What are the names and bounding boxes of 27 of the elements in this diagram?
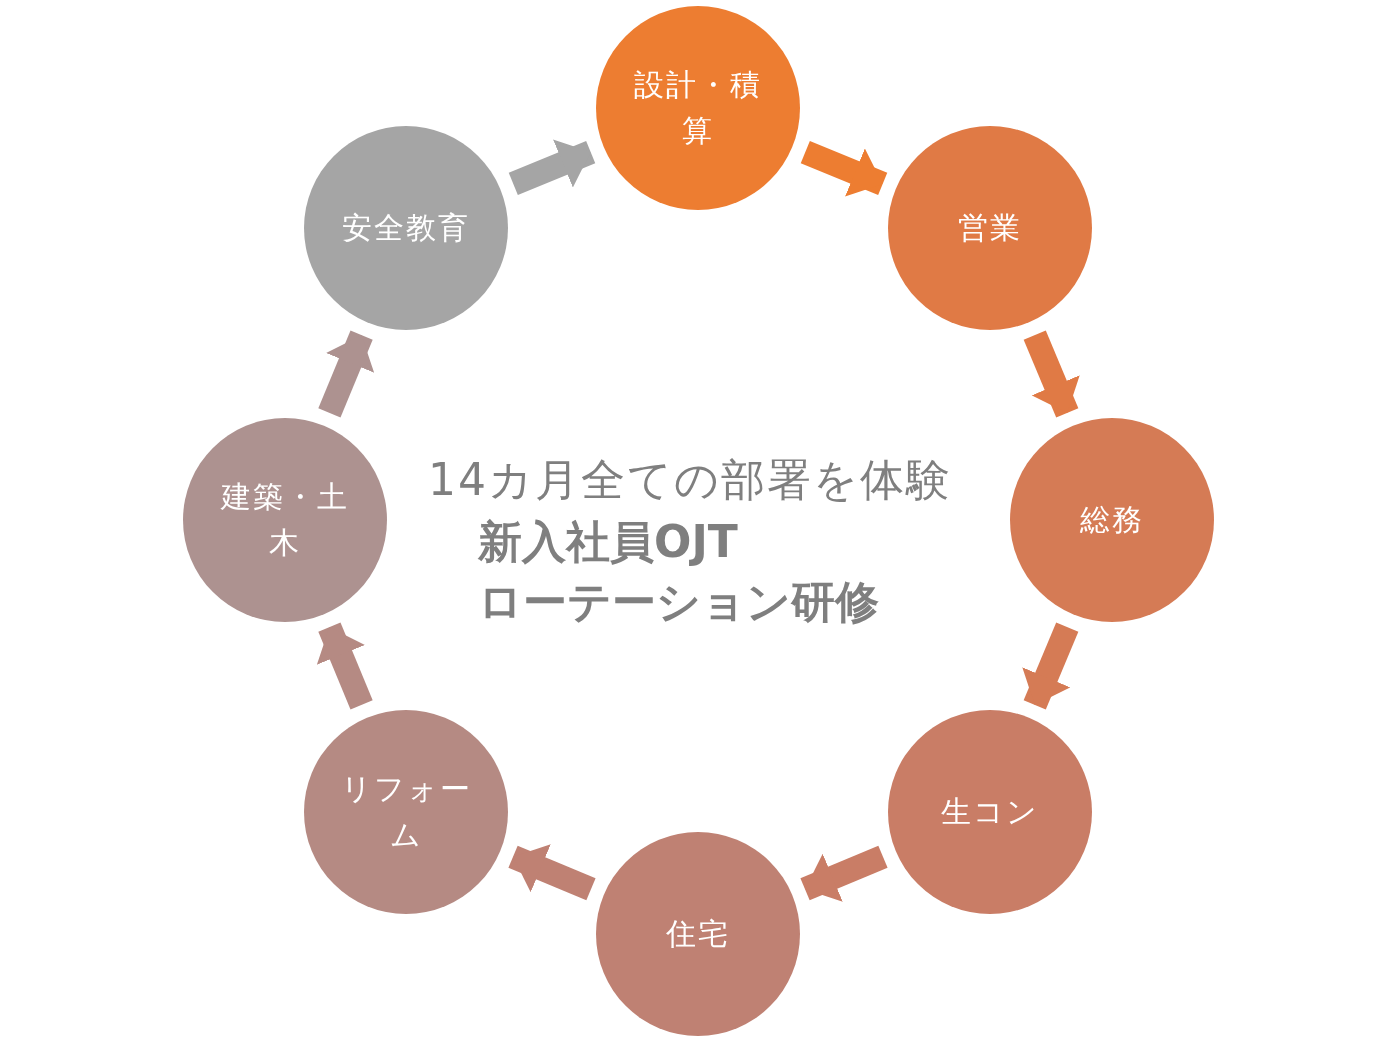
stage-circle	[888, 710, 1092, 914]
block-arrow	[318, 330, 375, 418]
block-arrow	[316, 622, 373, 710]
stage-label: 住宅	[665, 915, 731, 953]
block-arrow	[1022, 622, 1079, 710]
stage-circle	[596, 832, 800, 1036]
title-text: ローテーション研修	[478, 575, 879, 629]
stage-circle	[596, 6, 800, 210]
block-arrow	[508, 844, 596, 901]
stage-circle	[183, 418, 387, 622]
block-arrow	[1023, 330, 1080, 418]
stage-label: 安全教育	[341, 209, 471, 247]
stage-circle	[1010, 418, 1214, 622]
stage-label: 建築・土木	[219, 478, 350, 562]
subtitle-text: 14カ月全ての部署を体験	[428, 453, 952, 507]
title-text: 新入社員OJT	[478, 515, 738, 569]
stage-label: 総務	[1079, 501, 1145, 539]
stage-label: 営業	[957, 209, 1023, 247]
stage-circle	[304, 710, 508, 914]
stage-label: リフォーム	[339, 770, 473, 854]
stage-label: 設計・積算	[633, 66, 763, 150]
block-arrow	[800, 845, 888, 902]
stage-circle	[888, 126, 1092, 330]
block-arrow	[800, 141, 888, 197]
block-arrow	[508, 139, 596, 195]
stage-circle	[304, 126, 508, 330]
stage-label: 生コン	[940, 793, 1040, 831]
